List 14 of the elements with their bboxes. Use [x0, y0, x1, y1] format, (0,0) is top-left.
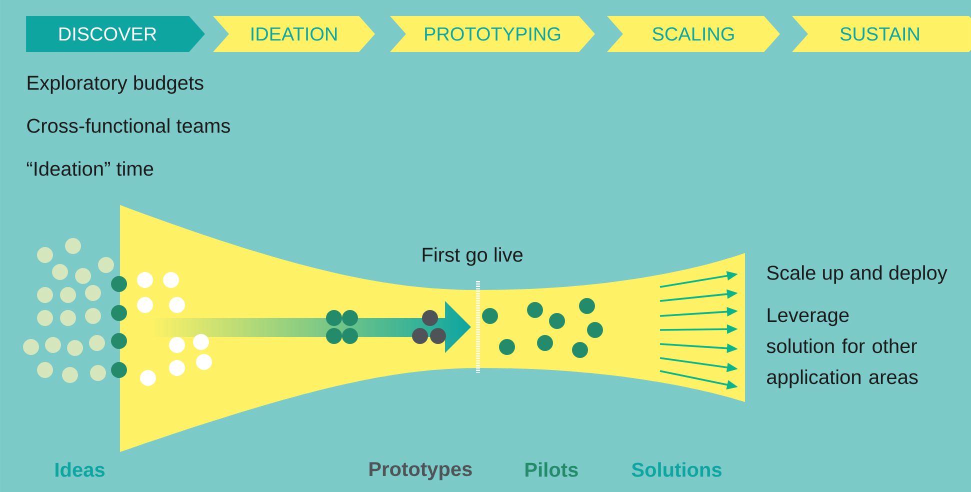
phase-tab: IDEATION — [213, 16, 375, 52]
stage-label: Prototypes — [370, 462, 472, 480]
note-text: Exploratory budgets — [28, 75, 204, 94]
note-text: “Ideation” time — [26, 161, 154, 176]
stage-label: Ideas — [56, 462, 105, 477]
phase-tab: SCALING — [607, 16, 780, 52]
milestone-label: First go live — [422, 247, 523, 266]
stage-label: Pilots — [526, 462, 578, 477]
outcome-text: Scale up and deploy — [767, 265, 948, 284]
note-text: Cross-functional teams — [27, 118, 230, 133]
phase-tab: SUSTAIN — [792, 16, 971, 52]
stage-label: Solutions — [632, 462, 722, 477]
outcome-text: Leverage solution for other application areas — [766, 308, 918, 388]
phase-tab: DISCOVER — [26, 16, 206, 52]
